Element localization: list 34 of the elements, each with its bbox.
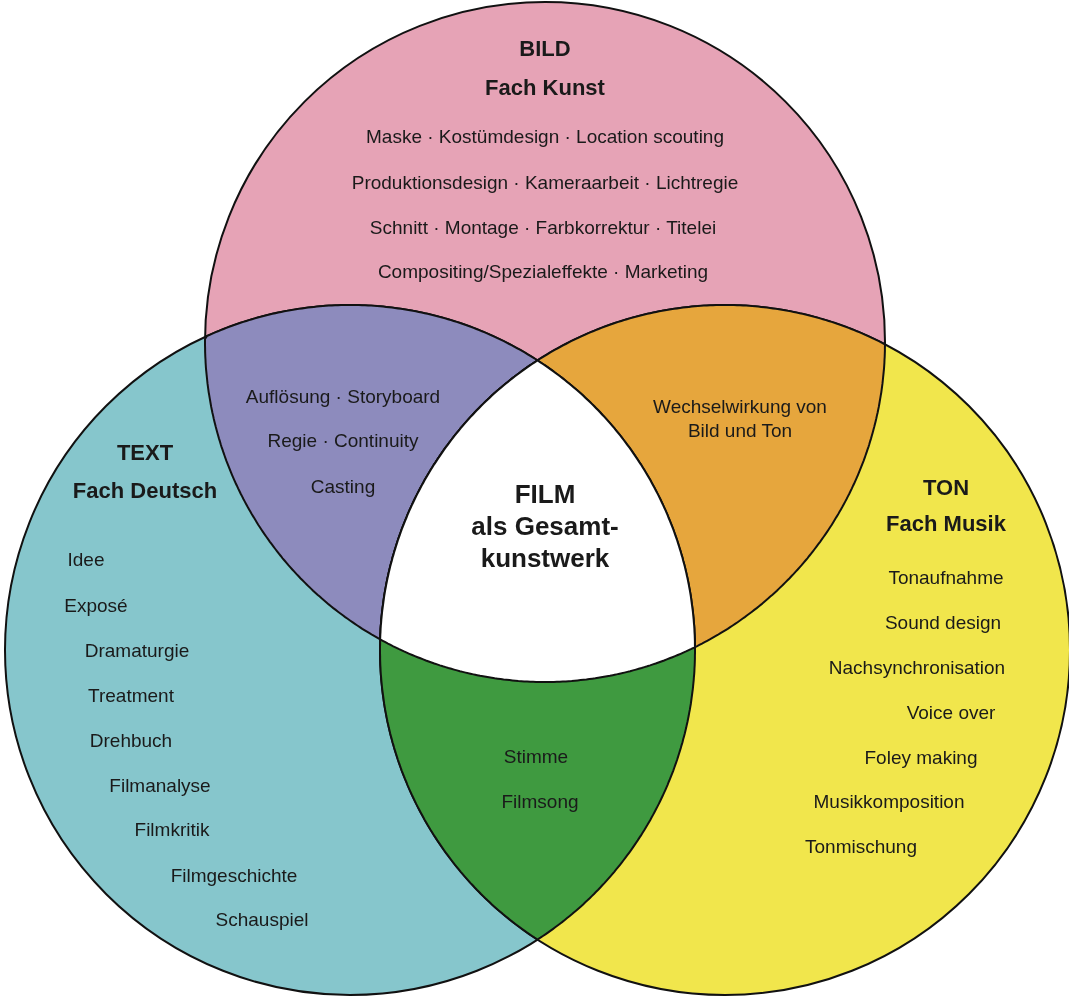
topic-label: Filmgeschichte <box>170 864 298 888</box>
circle-heading: Fach Musik <box>886 511 1006 537</box>
circle-heading: Fach Kunst <box>485 75 605 101</box>
topic-label: Produktionsdesign · Kameraarbeit · Lichtregie <box>351 171 739 195</box>
topic-label: Dramaturgie <box>84 639 190 663</box>
topic-label: Schauspiel <box>215 908 309 932</box>
topic-label: Sound design <box>884 611 1002 635</box>
circle-heading: TEXT <box>116 440 174 466</box>
topic-label: Treatment <box>88 684 174 708</box>
topic-label: Tonmischung <box>805 835 917 859</box>
overlap-label: Casting <box>310 475 376 499</box>
topic-label: Filmanalyse <box>109 774 211 798</box>
topic-label: Drehbuch <box>89 729 173 753</box>
topic-label: Tonaufnahme <box>888 566 1004 590</box>
circle-heading: BILD <box>519 36 571 62</box>
topic-label: Nachsynchronisation <box>828 656 1006 680</box>
circle-heading: Fach Deutsch <box>72 478 218 504</box>
topic-label: Schnitt · Montage · Farbkorrektur · Titelei <box>369 216 717 240</box>
overlap-label: Auflösung · Storyboard <box>245 385 441 409</box>
overlap-label: Wechselwirkung von Bild und Ton <box>652 395 828 443</box>
overlap-label: Stimme <box>503 745 569 769</box>
topic-label: Foley making <box>864 746 978 770</box>
center-title: als Gesamt- kunstwerk <box>470 510 620 574</box>
topic-label: Musikkomposition <box>813 790 965 814</box>
topic-label: Idee <box>67 548 105 572</box>
overlap-label: Regie · Continuity <box>267 429 419 453</box>
topic-label: Maske · Kostümdesign · Location scouting <box>366 125 724 149</box>
topic-label: Voice over <box>906 701 996 725</box>
center-title: FILM <box>514 478 576 510</box>
circle-heading: TON <box>923 475 969 501</box>
topic-label: Filmkritik <box>134 818 210 842</box>
overlap-label: Filmsong <box>501 790 579 814</box>
topic-label: Exposé <box>64 594 128 618</box>
topic-label: Compositing/Spezialeffekte · Marketing <box>377 260 709 284</box>
